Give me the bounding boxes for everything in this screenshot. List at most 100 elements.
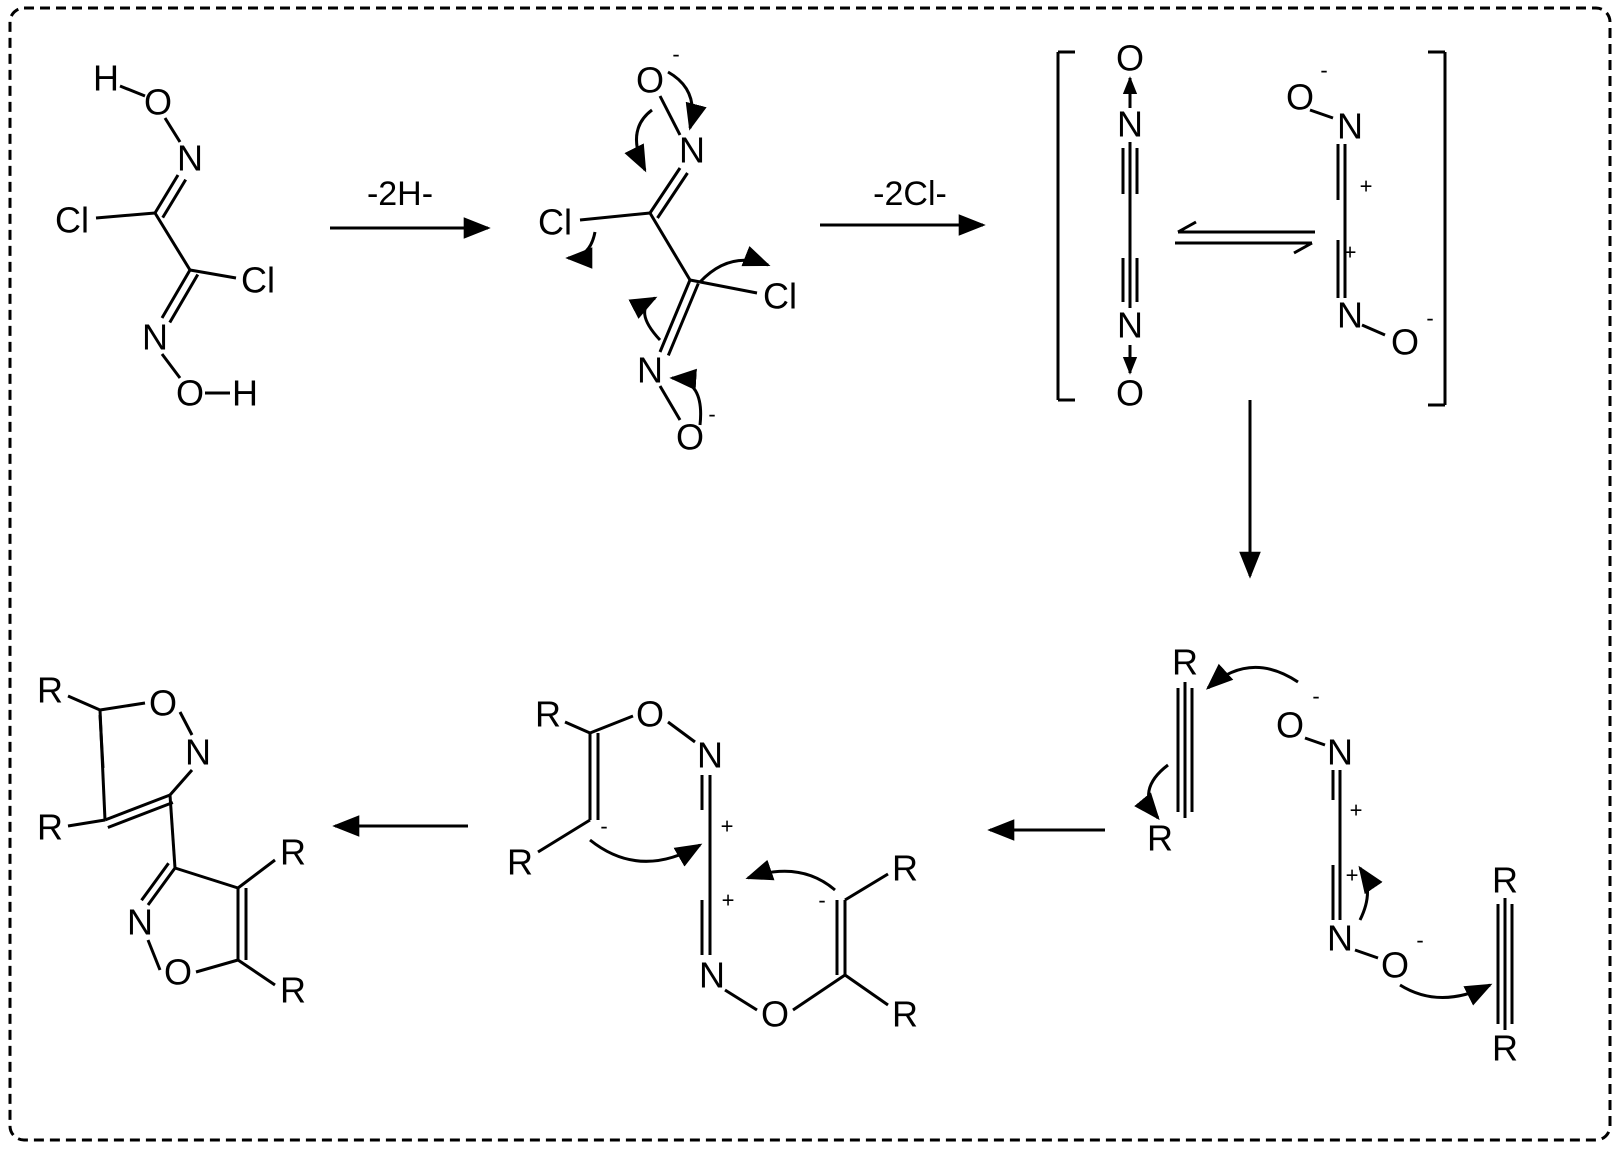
atom-n: N bbox=[1337, 106, 1363, 147]
dioximate-dianion: O - N Cl Cl N O - bbox=[538, 42, 797, 458]
atom-r: R bbox=[892, 994, 918, 1035]
atom-o: O bbox=[1381, 945, 1409, 986]
atom-n: N bbox=[1117, 104, 1143, 145]
atom-o: O bbox=[1391, 322, 1419, 363]
bond bbox=[1177, 220, 1197, 234]
reagent-label-step2: -2Cl- bbox=[873, 175, 947, 213]
charge-minus: - bbox=[1416, 928, 1423, 953]
bond bbox=[1304, 736, 1326, 747]
charge-minus: - bbox=[1312, 684, 1319, 709]
bond bbox=[168, 273, 200, 324]
reagent-label-step1: -2H- bbox=[367, 175, 433, 213]
atom-o: O bbox=[1116, 38, 1144, 79]
bond bbox=[168, 769, 194, 796]
atom-cl: Cl bbox=[763, 276, 797, 317]
curved-electron-arrow bbox=[1205, 663, 1299, 690]
curved-electron-arrow bbox=[698, 246, 771, 284]
atom-n: N bbox=[185, 732, 211, 773]
bond bbox=[658, 385, 682, 421]
dinitrile-oxide-resonance: O N N O O - N + + N O - bbox=[1116, 38, 1434, 414]
bond bbox=[792, 973, 846, 1012]
atom-o: O bbox=[676, 417, 704, 458]
bond bbox=[658, 95, 682, 136]
charge-plus: + bbox=[1350, 798, 1363, 823]
atom-o: O bbox=[1276, 705, 1304, 746]
bond bbox=[67, 818, 106, 828]
bond bbox=[237, 958, 276, 987]
atom-n: N bbox=[1327, 732, 1353, 773]
atom-r: R bbox=[1492, 1028, 1518, 1069]
bond bbox=[658, 279, 692, 353]
curved-electron-arrow bbox=[628, 296, 662, 342]
curved-electron-arrow bbox=[1134, 763, 1169, 821]
curved-electron-arrow bbox=[745, 859, 836, 892]
atom-o: O bbox=[144, 82, 172, 123]
bond bbox=[195, 958, 239, 974]
curved-electron-arrow bbox=[669, 368, 703, 426]
charge-plus: + bbox=[721, 814, 734, 839]
atom-r: R bbox=[1147, 818, 1173, 859]
charge-minus: - bbox=[708, 402, 715, 427]
bond bbox=[140, 862, 170, 902]
bond bbox=[67, 694, 101, 712]
bond bbox=[666, 282, 700, 357]
bond bbox=[579, 211, 651, 222]
charge-plus: + bbox=[722, 888, 735, 913]
curved-electron-arrow bbox=[589, 838, 703, 867]
curved-electron-arrow bbox=[667, 70, 707, 131]
curved-electron-arrow bbox=[565, 231, 597, 269]
charge-minus: - bbox=[1426, 306, 1433, 331]
atom-o: O bbox=[636, 694, 664, 735]
charge-minus: - bbox=[672, 42, 679, 67]
atom-cl: Cl bbox=[538, 202, 572, 243]
bond bbox=[564, 720, 591, 735]
atom-n: N bbox=[1117, 305, 1143, 346]
bond bbox=[153, 212, 192, 271]
charge-minus: - bbox=[1320, 58, 1327, 83]
atom-o: O bbox=[1286, 77, 1314, 118]
bond bbox=[107, 801, 174, 829]
bond bbox=[146, 867, 177, 906]
atom-n: N bbox=[177, 138, 203, 179]
atom-h: H bbox=[232, 373, 258, 414]
curved-electron-arrow bbox=[1358, 865, 1383, 921]
atom-r: R bbox=[37, 807, 63, 848]
charge-minus: - bbox=[600, 814, 607, 839]
atom-n: N bbox=[1337, 295, 1363, 336]
bond bbox=[178, 711, 194, 736]
bond bbox=[648, 167, 682, 214]
bond bbox=[648, 212, 692, 281]
atom-r: R bbox=[280, 832, 306, 873]
atom-n: N bbox=[142, 317, 168, 358]
bond bbox=[168, 794, 177, 869]
atom-r: R bbox=[280, 970, 306, 1011]
dashed-frame bbox=[8, 6, 1612, 1142]
bond bbox=[1293, 241, 1313, 255]
bond bbox=[844, 973, 889, 1007]
atom-cl: Cl bbox=[55, 200, 89, 241]
bond bbox=[104, 793, 171, 822]
bond bbox=[589, 714, 634, 735]
cyclization-intermediate: R O N - R + + N O - R R bbox=[507, 694, 918, 1035]
atom-n: N bbox=[1327, 918, 1353, 959]
bond bbox=[724, 988, 758, 1012]
bond bbox=[163, 117, 182, 143]
bond bbox=[174, 866, 239, 890]
charge-minus: - bbox=[818, 888, 825, 913]
bond bbox=[119, 84, 146, 98]
cycloaddition-reactants: R R O - N + + N O - R R bbox=[1147, 642, 1518, 1069]
charge-plus: + bbox=[1346, 863, 1359, 888]
atom-o: O bbox=[1116, 373, 1144, 414]
atom-o: O bbox=[149, 683, 177, 724]
bond bbox=[146, 939, 162, 971]
atom-n: N bbox=[697, 735, 723, 776]
bond bbox=[667, 720, 696, 744]
bond bbox=[189, 268, 237, 280]
bond bbox=[1361, 323, 1386, 337]
atom-o: O bbox=[636, 60, 664, 101]
atom-r: R bbox=[535, 694, 561, 735]
atom-cl: Cl bbox=[241, 260, 275, 301]
atom-o: O bbox=[164, 952, 192, 993]
bond bbox=[1309, 108, 1334, 120]
